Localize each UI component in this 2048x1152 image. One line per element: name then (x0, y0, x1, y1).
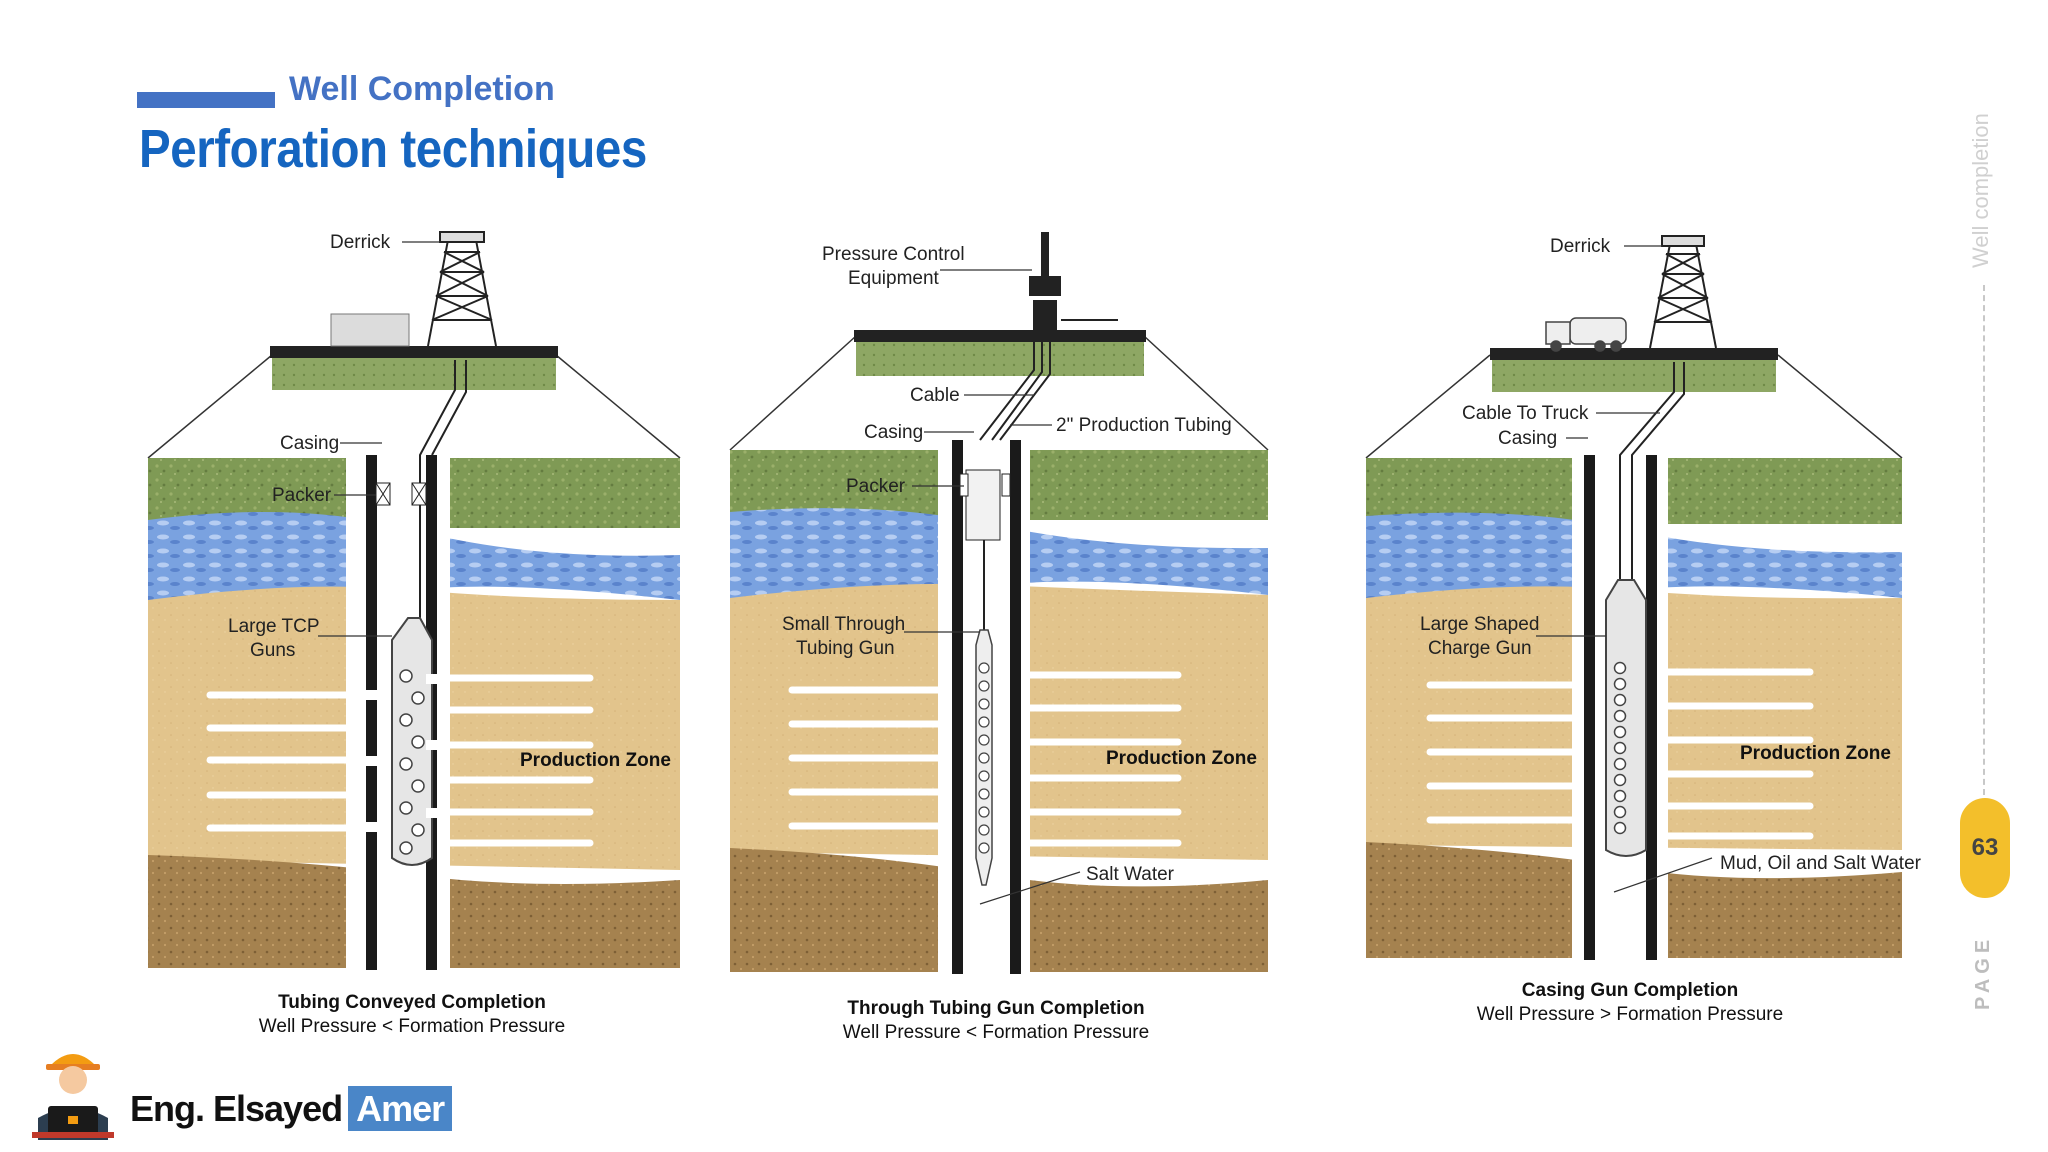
label-pce-line1: Pressure Control (822, 244, 965, 265)
caption-title: Casing Gun Completion (1522, 980, 1738, 1001)
label-gun-line2: Guns (250, 640, 295, 661)
caption-title: Tubing Conveyed Completion (278, 992, 546, 1013)
diagram-tubing-conveyed: Derrick Casing Packer Large TCP Guns Pro… (147, 231, 681, 1037)
page-title: Perforation techniques (139, 119, 647, 179)
label-production-zone: Production Zone (520, 750, 671, 771)
label-mud-oil-water: Mud, Oil and Salt Water (1720, 853, 1922, 874)
label-gun-line2: Charge Gun (1428, 638, 1532, 659)
label-casing: Casing (1498, 428, 1557, 449)
caption-title: Through Tubing Gun Completion (847, 998, 1144, 1019)
label-pce-line2: Equipment (848, 268, 940, 289)
side-divider (1983, 285, 1985, 795)
engineer-avatar-icon (32, 1054, 114, 1140)
label-cable: Cable (910, 385, 960, 406)
label-derrick: Derrick (330, 232, 391, 253)
label-gun-line2: Tubing Gun (796, 638, 895, 659)
label-gun-line1: Large Shaped (1420, 614, 1539, 635)
label-cable-to-truck: Cable To Truck (1462, 403, 1589, 424)
section-label: Well Completion (289, 70, 555, 108)
label-production-tubing: 2" Production Tubing (1056, 415, 1232, 436)
author-last: Amer (348, 1086, 453, 1131)
label-packer: Packer (272, 485, 332, 506)
label-packer: Packer (846, 476, 906, 497)
label-casing: Casing (280, 433, 339, 454)
label-casing: Casing (864, 422, 923, 443)
label-gun-line1: Large TCP (228, 616, 320, 637)
diagram-through-tubing: Pressure Control Equipment Cable Casing … (729, 232, 1269, 1043)
label-salt-water: Salt Water (1086, 864, 1175, 885)
label-derrick: Derrick (1550, 236, 1611, 257)
page-number-badge: 63 (1960, 798, 2010, 898)
label-production-zone: Production Zone (1106, 748, 1257, 769)
header-accent-bar (137, 92, 275, 108)
caption-sub: Well Pressure < Formation Pressure (843, 1022, 1149, 1043)
label-production-zone: Production Zone (1740, 743, 1891, 764)
label-gun-line1: Small Through (782, 614, 905, 635)
diagram-casing-gun: Derrick Cable To Truck Casing Large Shap… (1365, 235, 1922, 1025)
caption-sub: Well Pressure > Formation Pressure (1477, 1004, 1783, 1025)
author-first: Eng. Elsayed (130, 1088, 343, 1129)
caption-sub: Well Pressure < Formation Pressure (259, 1016, 565, 1037)
